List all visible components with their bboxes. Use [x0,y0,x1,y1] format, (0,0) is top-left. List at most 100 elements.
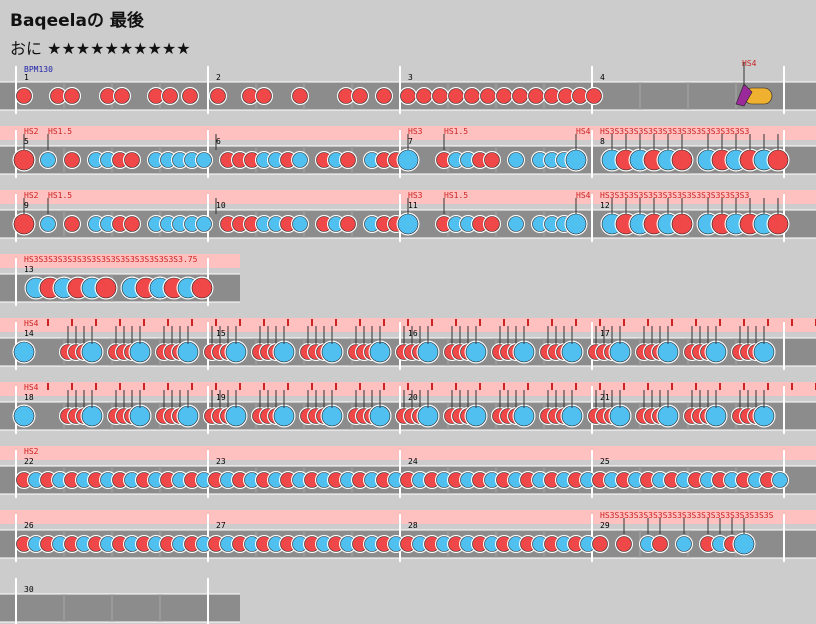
event-label: HS4 [24,383,39,392]
ka-note [321,405,343,427]
ka-note [292,152,308,168]
measure-number: 21 [600,393,610,402]
don-note [432,88,448,104]
ka-note [508,216,524,232]
ka-note [609,341,631,363]
don-note [512,88,528,104]
ka-note [196,216,212,232]
ka-note [561,341,583,363]
event-band [0,254,240,268]
don-note [484,216,500,232]
event-label: HS2 [24,191,39,200]
difficulty: おに ★★★★★★★★★★ [10,35,191,59]
measure-number: 17 [600,329,610,338]
don-note [671,149,693,171]
measure-number: 18 [24,393,34,402]
ka-note [753,405,775,427]
event-label: HS3S3S3S3S3S3S3S3S3S3S3S3S3S3S3S3S3S [600,511,774,520]
ka-note [81,341,103,363]
event-label: HS4 [576,127,591,136]
ka-note [565,213,587,235]
event-label: HS3S3S3S3S3S3S3S3S3S3S3S3S3S3S3S3.75 [24,255,198,264]
measure-number: 8 [600,137,605,146]
ka-note [273,405,295,427]
don-note [767,213,789,235]
measure-number: 23 [216,457,226,466]
ka-note [465,405,487,427]
don-note [340,152,356,168]
event-label: HS3S3S3S3S3S3S3S3S3S3S3S3S3S3S3 [600,191,749,200]
ka-note [369,405,391,427]
measure-number: 19 [216,393,226,402]
don-note [400,88,416,104]
ka-note [177,405,199,427]
ka-note [609,405,631,427]
don-note [16,88,32,104]
event-band [0,510,816,524]
ka-note [772,472,788,488]
ka-note [273,341,295,363]
event-label: HS3S3S3S3S3S3S3S3S3S3S3S3S3S3S3 [600,127,749,136]
ka-note [417,341,439,363]
ka-note [292,216,308,232]
measure-number: 15 [216,329,226,338]
don-note [448,88,464,104]
event-label: HS3 [408,191,423,200]
measure-number: 27 [216,521,226,530]
don-note [652,536,668,552]
measure-number: 1 [24,73,29,82]
ka-note [397,149,419,171]
ka-note [657,341,679,363]
measure-number: 11 [408,201,418,210]
measure-number: 20 [408,393,418,402]
don-note [64,152,80,168]
don-note [528,88,544,104]
ka-note [40,216,56,232]
ka-note [513,341,535,363]
measure-number: 14 [24,329,34,338]
ka-note [753,341,775,363]
ka-note [129,341,151,363]
don-note [767,149,789,171]
measure-number: 7 [408,137,413,146]
event-label: HS1.5 [48,191,72,200]
measure-number: 4 [600,73,605,82]
don-note [95,277,117,299]
don-note [340,216,356,232]
measure-number: 29 [600,521,610,530]
don-note [496,88,512,104]
ka-note [657,405,679,427]
ka-note [225,405,247,427]
measure-number: 22 [24,457,34,466]
measure-number: 6 [216,137,221,146]
note-lane [0,594,240,622]
don-note [464,88,480,104]
don-note [256,88,272,104]
event-label: HS1.5 [48,127,72,136]
don-note [210,88,226,104]
don-note [671,213,693,235]
measure-number: 13 [24,265,34,274]
ka-note [676,536,692,552]
don-note [352,88,368,104]
don-note [616,536,632,552]
ka-note [705,341,727,363]
don-note [13,213,35,235]
don-note [13,149,35,171]
ka-note [40,152,56,168]
ka-note [177,341,199,363]
event-label: HS4 [742,59,757,68]
event-label: HS1.5 [444,127,468,136]
ka-note [561,405,583,427]
ka-note [565,149,587,171]
don-note [64,88,80,104]
event-label: HS2 [24,447,39,456]
don-note [416,88,432,104]
event-label: BPM130 [24,65,53,74]
event-label: HS4 [24,319,39,328]
don-note [292,88,308,104]
ka-note [705,405,727,427]
don-note [376,88,392,104]
measure-number: 30 [24,585,34,594]
